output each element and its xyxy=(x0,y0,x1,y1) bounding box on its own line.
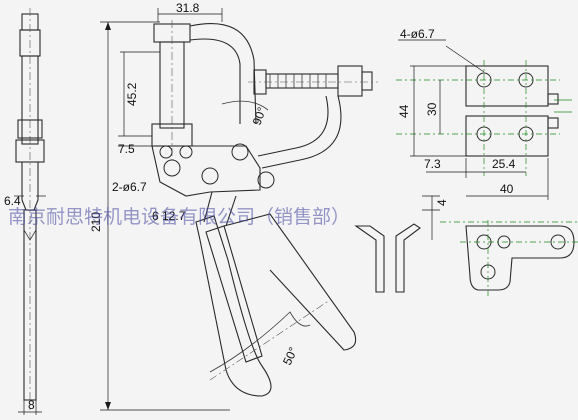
rod-width-label: 8 xyxy=(28,398,35,412)
company-watermark: 南京耐思特机电设备有限公司（销售部） xyxy=(8,206,350,228)
bracket-side-view xyxy=(354,195,578,293)
base-height-outer-label: 44 xyxy=(397,104,411,118)
total-height-label: 210 xyxy=(89,212,103,232)
base-holes-label: 4-ø6.7 xyxy=(400,27,435,41)
rod-diameter-label: 6.4 xyxy=(4,194,21,208)
release-angle-label: 50° xyxy=(280,345,300,368)
thickness-label: 4 xyxy=(435,199,449,206)
top-width-label: 31.8 xyxy=(176,1,200,15)
rod-side-view xyxy=(14,8,46,415)
base-offset-label: 7.5 xyxy=(118,142,135,156)
base-hole-spacing-label: 25.4 xyxy=(492,157,516,171)
hole-spacing-label: 6 12.7 xyxy=(152,209,186,223)
base-height-inner-label: 30 xyxy=(425,102,439,116)
clamp-main-view xyxy=(100,8,378,411)
handle-angle-label: 90° xyxy=(250,105,269,127)
base-offset-x-label: 7.3 xyxy=(424,157,441,171)
base-plate-top-view xyxy=(396,39,572,200)
hole-spec-label: 2-ø6.7 xyxy=(112,180,147,194)
vertical-offset-label: 45.2 xyxy=(125,82,139,106)
bracket-front-view xyxy=(460,220,578,296)
base-width-label: 40 xyxy=(500,182,514,196)
